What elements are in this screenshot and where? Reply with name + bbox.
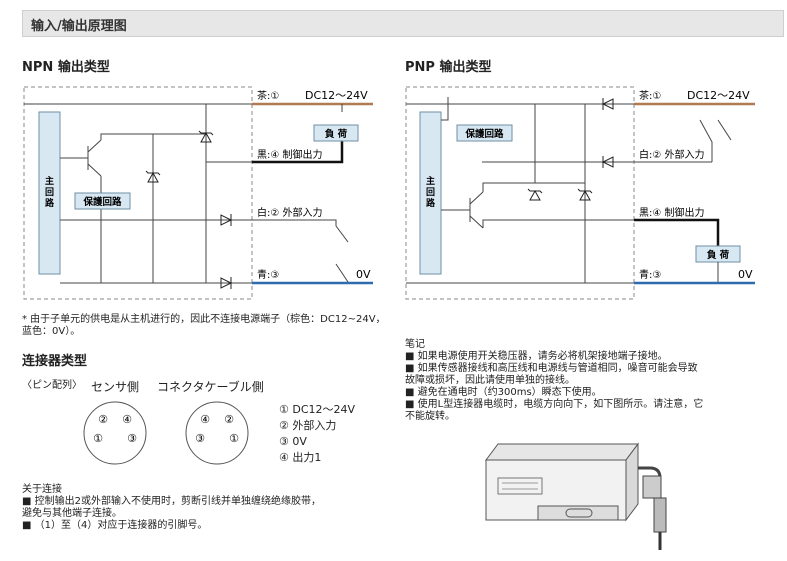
pnp-protection-label: 保護回路 xyxy=(464,128,504,140)
npn-main-char-1: 主 xyxy=(45,175,54,187)
pin-legend-4: ④ 出力1 xyxy=(279,451,322,464)
cable-connector-outline xyxy=(185,401,249,465)
usage-note-4: ■ 避免在通电时（约300ms）瞬态下使用。 xyxy=(405,387,602,398)
npn-diodes xyxy=(220,214,233,289)
device-illustration xyxy=(485,442,667,550)
usage-note-1: ■ 如果电源使用开关稳压器，请务必将机架接地端子接地。 xyxy=(405,351,668,362)
npn-black-label: 黒:④ 制御出力 xyxy=(257,148,323,161)
npn-white-label: 白:② 外部入力 xyxy=(257,206,323,219)
npn-zero-label: 0V xyxy=(356,268,371,281)
cable-pin-br: ① xyxy=(229,432,239,445)
pin-legend: ① DC12～24V ② 外部入力 ③ 0V ④ 出力1 xyxy=(279,402,355,466)
pnp-blue-label: 青:③ xyxy=(639,268,661,281)
npn-main-circuit-box xyxy=(38,111,61,275)
sensor-connector-outline xyxy=(83,401,147,465)
pnp-supply-label: DC12～24V xyxy=(687,89,750,102)
pnp-main-char-1: 主 xyxy=(426,175,435,187)
pin-label: 〈ピン配列〉 xyxy=(22,380,82,391)
pnp-brown-label: 茶:① xyxy=(639,89,661,102)
section-title: 输入/输出原理图 xyxy=(31,19,127,34)
npn-brown-label: 茶:① xyxy=(257,89,279,102)
cable-side-label: コネクタケーブル側 xyxy=(157,380,264,394)
sensor-pin-tr: ④ xyxy=(122,413,132,426)
pnp-internal-wiring xyxy=(406,97,634,284)
npn-switch-lower xyxy=(335,263,349,283)
usage-note-2: ■ 如果传感器接线和高压线和电源线与管道相同，噪音可能会导致 xyxy=(405,363,698,374)
pnp-black-label: 黒:④ 制御出力 xyxy=(639,206,705,219)
sensor-pin-tl: ② xyxy=(98,413,108,426)
npn-circuit-diagram: 主 回 路 保護回路 負 荷 茶:① DC12～24V 黒:④ 制 xyxy=(23,86,373,300)
sensor-pin-bl: ① xyxy=(93,432,103,445)
pnp-main-char-2: 回 xyxy=(426,187,435,198)
connection-notes-heading: 关于连接 xyxy=(22,484,62,495)
npn-protection-label: 保護回路 xyxy=(82,196,122,208)
pnp-zero-label: 0V xyxy=(738,268,753,281)
npn-supply-label: DC12～24V xyxy=(305,89,368,102)
pin-legend-1: ① DC12～24V xyxy=(279,403,356,416)
npn-protection-box xyxy=(74,192,131,210)
usage-notes: 笔记 ■ 如果电源使用开关稳压器，请务必将机架接地端子接地。 ■ 如果传感器接线… xyxy=(405,339,757,423)
npn-blue-label: 青:③ xyxy=(257,268,279,281)
npn-switch-upper xyxy=(335,225,349,243)
pnp-switch-upper xyxy=(717,119,732,141)
pnp-protection-box xyxy=(456,124,513,142)
sensor-pin-br: ③ xyxy=(127,432,137,445)
npn-main-char-2: 回 xyxy=(45,187,54,198)
usage-note-3: 故障或损坏，因此请使用单独的接线。 xyxy=(405,375,575,386)
pnp-main-circuit-box xyxy=(419,111,442,275)
npn-black-wire xyxy=(252,138,344,164)
section-header: 输入/输出原理图 xyxy=(22,10,784,37)
pnp-white-label: 白:② 外部入力 xyxy=(639,148,705,161)
pnp-main-char-3: 路 xyxy=(426,197,436,209)
connector-title: 连接器类型 xyxy=(22,354,88,369)
pin-legend-3: ③ 0V xyxy=(279,435,307,448)
connection-note-1: ■ 控制输出2或外部输入不使用时，剪断引线并单独缠绕绝缘胶带， xyxy=(22,496,321,507)
pin-arrangement: ② ④ ① ③ ④ ② ③ ① xyxy=(83,401,249,465)
usage-note-5: ■ 使用L型连接器电缆时，电缆方向向下，如下图所示。请注意，它 xyxy=(405,399,704,410)
npn-load-box xyxy=(313,124,359,142)
connection-notes: 关于连接 ■ 控制输出2或外部输入不使用时，剪断引线并单独缠绕绝缘胶带， 避免与… xyxy=(22,484,392,532)
cable-pin-bl: ③ xyxy=(195,432,205,445)
pnp-circuit-diagram: 主 回 路 保護回路 負 荷 茶:① DC12～24V 白:② 外部入力 黒:④… xyxy=(405,86,755,300)
sensor-side-label: センサ側 xyxy=(91,380,140,394)
cable-pin-tr: ② xyxy=(224,413,234,426)
connection-note-3: ■ （1）至（4）对应于连接器的引脚号。 xyxy=(22,520,208,531)
pnp-switch xyxy=(699,119,713,162)
pnp-diodes xyxy=(601,98,614,168)
usage-notes-heading: 笔记 xyxy=(405,339,425,350)
pnp-black-wire xyxy=(634,218,720,246)
npn-white-wire xyxy=(252,219,337,226)
usage-note-6: 不能旋转。 xyxy=(405,411,455,422)
npn-main-char-3: 路 xyxy=(45,197,55,209)
npn-dashed-boundary xyxy=(23,86,253,300)
npn-load-label: 負 荷 xyxy=(325,128,348,140)
pnp-zener-diodes xyxy=(527,188,593,201)
npn-title: NPN 输出类型 xyxy=(22,60,110,75)
pnp-title: PNP 输出类型 xyxy=(405,60,492,75)
pnp-dashed-boundary xyxy=(405,86,635,300)
npn-zener-diodes xyxy=(145,130,214,183)
pin-legend-2: ② 外部入力 xyxy=(279,419,337,432)
pnp-load-label: 負 荷 xyxy=(707,249,730,261)
supply-footnote: * 由于子单元的供电是从主机进行的，因此不连接电源端子（棕色：DC12~24V，… xyxy=(22,314,386,337)
cable-pin-tl: ④ xyxy=(200,413,210,426)
connection-note-2: 避免与其他端子连接。 xyxy=(22,508,122,519)
